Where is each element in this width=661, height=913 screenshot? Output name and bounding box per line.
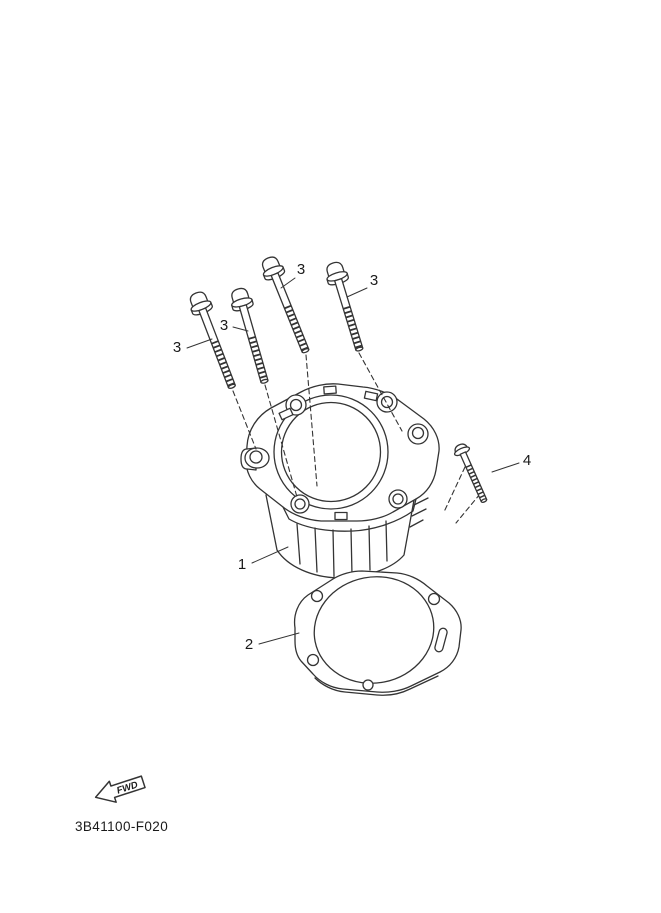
callout-stud-c: 3 [297, 261, 305, 278]
deck-passage-3 [363, 390, 379, 402]
leader-bolt [491, 462, 520, 473]
stud-shaft [238, 304, 269, 383]
assembly-line-stud-b [264, 384, 298, 498]
stud-bolt-c [261, 256, 310, 354]
stud-hole-boss-right [407, 423, 429, 445]
leader-stud-a [186, 338, 213, 349]
leader-stud-b [232, 326, 249, 332]
stud-hole-left [249, 450, 263, 464]
diagram-code: 3B41100-F020 [75, 819, 168, 834]
stud-tip [260, 378, 269, 384]
stud-hole-boss-top-right [376, 391, 398, 413]
assembly-line-bolt-1 [443, 466, 466, 513]
assembly-line-stud-c [305, 354, 318, 487]
stud-hole-top-right [380, 395, 394, 409]
assembly-lines [232, 352, 481, 524]
gasket-bore [313, 576, 435, 684]
stud-hole-front-left [294, 498, 306, 510]
callout-stud-a: 3 [173, 339, 181, 356]
stud-hole-front-right [392, 493, 404, 505]
small-bolt [453, 443, 488, 504]
leader-cylinder [251, 546, 289, 564]
stud-hole-boss-front-left [290, 494, 310, 514]
callout-stud-d: 3 [370, 272, 378, 289]
gasket-slot [434, 627, 448, 653]
callout-cylinder: 1 [238, 556, 246, 573]
leader-gasket [258, 632, 300, 645]
callout-bolt: 4 [523, 452, 531, 469]
assembly-line-stud-a [232, 390, 257, 450]
stud-threads [211, 340, 235, 387]
assembly-line-stud-d [358, 352, 403, 432]
gasket-hole-2 [427, 592, 441, 606]
deck-passage-1 [278, 407, 294, 421]
callout-gasket: 2 [245, 636, 253, 653]
gasket-hole-1 [310, 589, 324, 603]
cylinder-gasket [293, 570, 462, 696]
callout-labels: 3 3 3 3 1 2 4 [173, 261, 531, 653]
cylinder-bore-inner [280, 401, 382, 503]
bolt-tip [480, 498, 488, 504]
stud-threads [284, 304, 309, 352]
stud-hole-top-left [289, 398, 303, 412]
leader-stud-d [346, 287, 368, 298]
bolt-threads [465, 464, 487, 502]
stud-tip [301, 348, 310, 354]
assembly-line-bolt-2 [455, 493, 481, 524]
stud-tip [355, 346, 364, 352]
stud-bolt-a [189, 291, 236, 389]
stud-hole-right [411, 426, 425, 440]
cylinder [240, 383, 440, 592]
cylinder-flange-lip [282, 498, 417, 532]
stud-bolt-d [326, 261, 364, 352]
callout-stud-b: 3 [220, 317, 228, 334]
leader-lines [186, 277, 520, 645]
cylinder-bore-outer [273, 394, 389, 510]
gasket-hole-4 [362, 679, 374, 691]
cylinder-fin-lines [296, 520, 388, 577]
stud-tip [227, 383, 236, 389]
deck-passage-2 [323, 385, 337, 395]
gasket-thickness-edge [314, 675, 439, 696]
stud-shaft [334, 278, 364, 351]
cylinder-right-fin-steps [409, 497, 429, 528]
fwd-indicator: FWD [94, 775, 146, 803]
stud-bolt-b [231, 287, 269, 384]
fwd-arrow-icon [94, 775, 146, 803]
leader-stud-c [280, 277, 296, 289]
stud-hole-boss-front-right [388, 489, 408, 509]
gasket-hole-3 [306, 653, 320, 667]
deck-passage-4 [334, 511, 348, 521]
